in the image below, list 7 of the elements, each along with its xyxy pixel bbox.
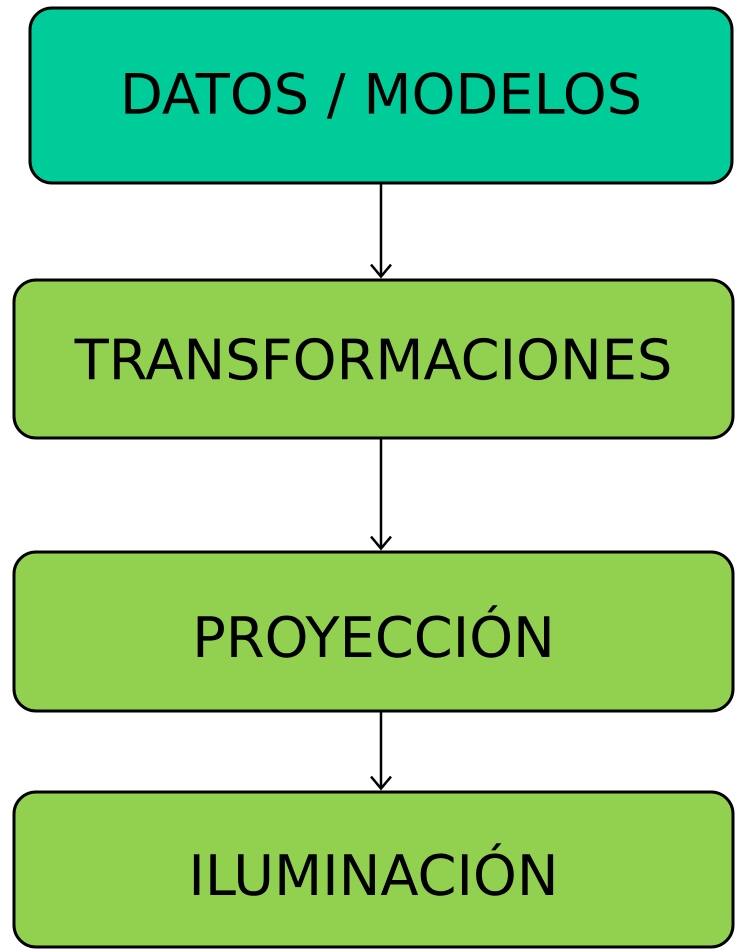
arrow [370,712,392,790]
arrow [370,440,392,550]
process-box: PROYECCIÓN [12,550,734,712]
process-box: DATOS / MODELOS [28,6,734,184]
process-box: TRANSFORMACIONES [12,278,734,440]
process-box: ILUMINACIÓN [12,790,734,948]
arrow [370,184,392,278]
